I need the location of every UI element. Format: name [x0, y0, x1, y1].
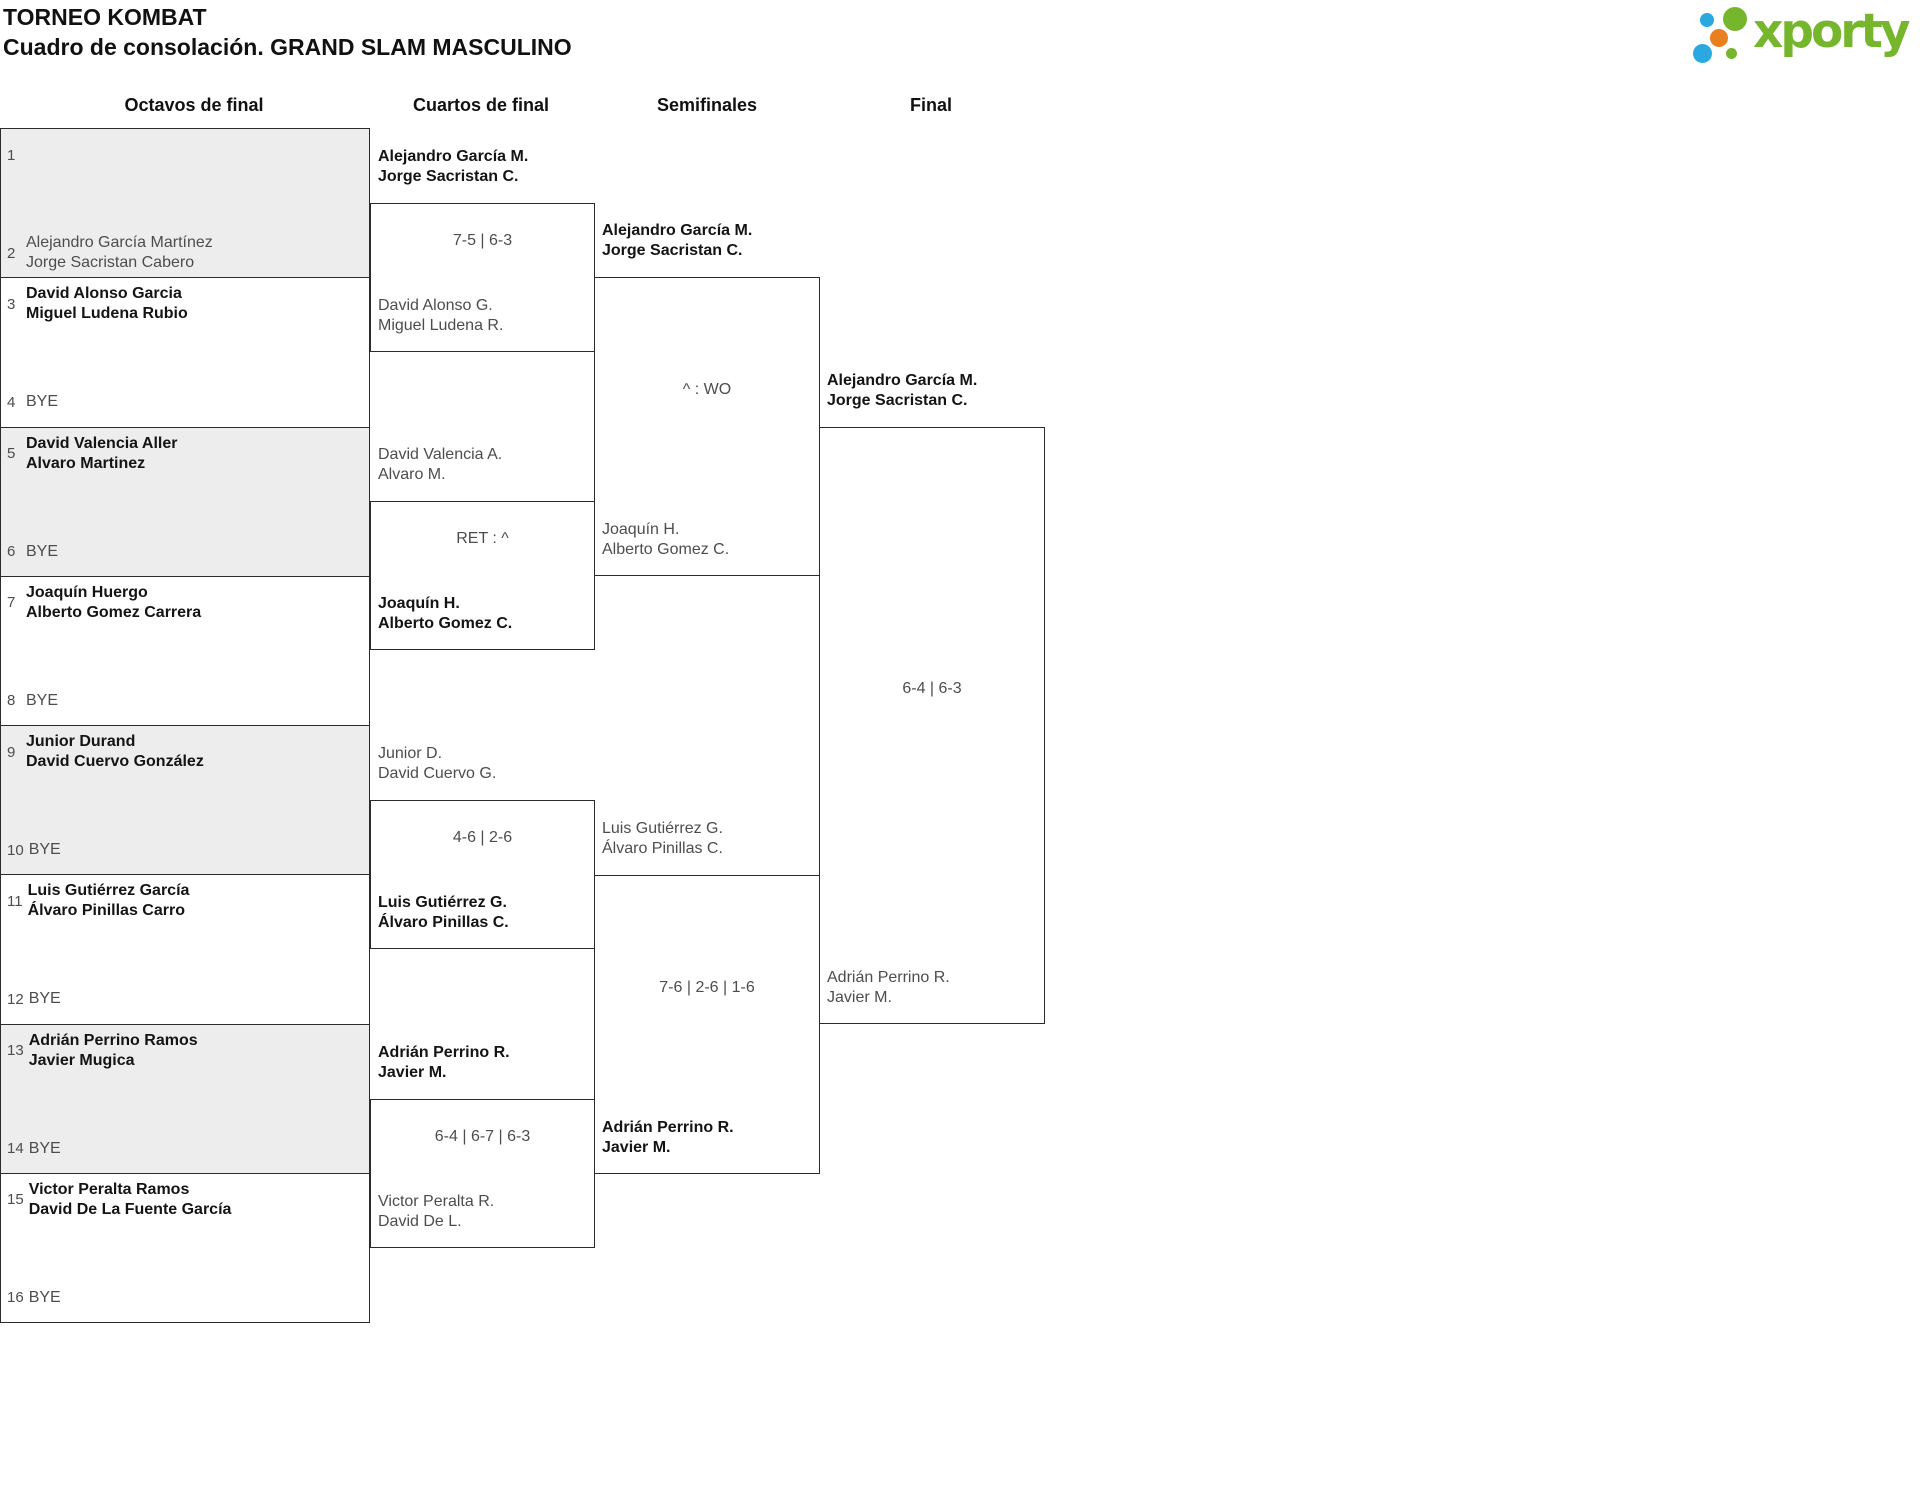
- team-bottom: Victor Peralta R.David De L.: [378, 1193, 495, 1230]
- bye-label: BYE: [26, 691, 59, 709]
- seed-number: 5: [7, 445, 16, 462]
- match-score: 6-4 | 6-3: [902, 680, 962, 697]
- round-header-final: Final: [909, 95, 953, 115]
- team-bottom: David Alonso G.Miguel Ludena R.: [378, 297, 504, 334]
- slot-6: 6 BYE: [1, 530, 369, 574]
- seed-number: 1: [7, 146, 16, 164]
- logo-dot-green-small: [1726, 48, 1737, 59]
- team-top: Luis Gutiérrez G.Álvaro Pinillas C.: [602, 820, 723, 857]
- team-bottom: Joaquín H.Alberto Gomez C.: [378, 595, 513, 632]
- round-header-semifinales: Semifinales: [656, 95, 758, 115]
- team-bottom: Joaquín H.Alberto Gomez C.: [602, 521, 730, 558]
- cuartos-match-4: Adrián Perrino R.Javier M. 6-4 | 6-7 | 6…: [370, 1044, 595, 1248]
- bye-label: BYE: [28, 841, 61, 858]
- logo-dot-blue-small: [1700, 13, 1714, 27]
- team-top: Alejandro García M.Jorge Sacristan C.: [602, 222, 753, 259]
- team-top: Alejandro García M.Jorge Sacristan C.: [827, 372, 978, 409]
- seed-number: 7: [7, 594, 16, 612]
- bye-label: BYE: [28, 990, 61, 1008]
- seed-number: 9: [7, 743, 16, 761]
- logo-wordmark: xporty: [1753, 4, 1911, 59]
- slot-12: 12 BYE: [1, 977, 369, 1021]
- seed-number: 10: [7, 841, 24, 859]
- team-top: Adrián Perrino R.Javier M.: [378, 1044, 510, 1081]
- slot-10: 10 BYE: [1, 828, 369, 872]
- team-top: Alejandro García M.Jorge Sacristan C.: [378, 148, 529, 185]
- team-top: David Valencia A.Alvaro M.: [378, 446, 503, 483]
- team-top: Junior D.David Cuervo G.: [378, 745, 497, 782]
- bye-label: BYE: [28, 1139, 61, 1157]
- match-score: RET : ^: [456, 530, 509, 547]
- seed-number: 14: [7, 1140, 24, 1157]
- match-score: 6-4 | 6-7 | 6-3: [434, 1128, 531, 1145]
- logo-dot-green-large: [1723, 7, 1747, 31]
- match-score: ^ : WO: [682, 381, 732, 398]
- round-header-cuartos: Cuartos de final: [412, 95, 550, 115]
- tournament-title: TORNEO KOMBAT: [3, 4, 207, 30]
- bye-label: BYE: [26, 542, 59, 560]
- match-score: 7-6 | 2-6 | 1-6: [659, 979, 755, 996]
- cuartos-match-1: Alejandro García M.Jorge Sacristan C. 7-…: [370, 148, 595, 352]
- match-score: 4-6 | 2-6: [452, 829, 513, 846]
- slot-14: 14 BYE: [1, 1127, 369, 1171]
- seed-number: 2: [7, 244, 16, 262]
- cuartos-match-2: David Valencia A.Alvaro M. RET : ^ Joaqu…: [370, 446, 595, 650]
- bye-label: BYE: [28, 1288, 61, 1306]
- seed-number: 13: [7, 1042, 24, 1059]
- slot-8: 8 BYE: [1, 679, 369, 723]
- seed-number: 6: [7, 543, 16, 560]
- final-match: Alejandro García M.Jorge Sacristan C. 6-…: [819, 372, 1045, 1024]
- match-score: 7-5 | 6-3: [452, 232, 513, 249]
- seed-number: 4: [7, 393, 16, 411]
- team-bottom: Adrián Perrino R.Javier M.: [602, 1119, 734, 1156]
- seed-number: 16: [7, 1289, 24, 1307]
- slot-1: 1: [1, 133, 369, 177]
- logo-dot-blue-large: [1693, 44, 1712, 63]
- semifinal-match-1: Alejandro García M.Jorge Sacristan C. ^ …: [594, 222, 820, 576]
- team-bottom: Luis Gutiérrez G.Álvaro Pinillas C.: [378, 894, 509, 931]
- slot-4: 4 BYE: [1, 380, 369, 424]
- round-header-octavos: Octavos de final: [124, 95, 264, 115]
- semifinal-match-2: Luis Gutiérrez G.Álvaro Pinillas C. 7-6 …: [594, 820, 820, 1174]
- seed-number: 8: [7, 692, 16, 710]
- team-bottom: Adrián Perrino R.Javier M.: [827, 969, 950, 1006]
- slot-16: 16 BYE: [1, 1276, 369, 1320]
- seed-number: 11: [7, 892, 23, 910]
- logo-dot-orange: [1710, 29, 1728, 47]
- seed-number: 3: [7, 295, 16, 313]
- bracket-subtitle: Cuadro de consolación. GRAND SLAM MASCUL…: [3, 34, 572, 60]
- seed-number: 15: [7, 1191, 24, 1209]
- cuartos-match-3: Junior D.David Cuervo G. 4-6 | 2-6 Luis …: [370, 745, 595, 949]
- seed-number: 12: [7, 990, 24, 1008]
- bye-label: BYE: [26, 393, 59, 411]
